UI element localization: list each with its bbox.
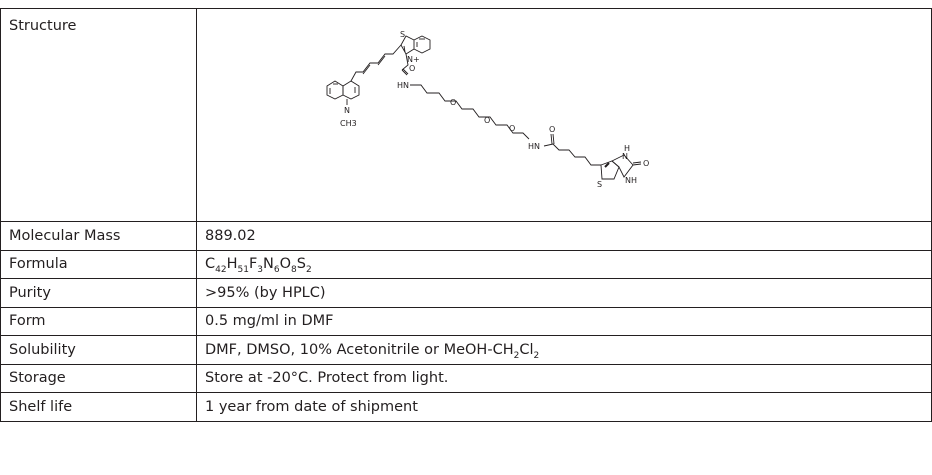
table-row-form: Form 0.5 mg/ml in DMF	[0, 306, 932, 336]
atom-label: O	[549, 125, 555, 134]
atom-label: N	[622, 152, 628, 161]
chemical-structure-image: S N+ O HN O O O HN O N CH3 H N O NH S	[326, 30, 649, 189]
atom-label: O	[509, 124, 515, 133]
table-row-purity: Purity >95% (by HPLC)	[0, 278, 932, 308]
row-label-shelf-life: Shelf life	[0, 392, 197, 422]
atom-label: S	[400, 30, 405, 39]
purity-value: >95% (by HPLC)	[196, 278, 932, 308]
row-label-storage: Storage	[0, 363, 197, 393]
table-row-solubility: Solubility DMF, DMSO, 10% Acetonitrile o…	[0, 335, 932, 365]
section-heading-fragment	[0, 0, 932, 2]
row-label-solubility: Solubility	[0, 335, 197, 365]
atom-label: H	[624, 144, 630, 153]
atom-label: N	[344, 106, 350, 115]
row-label-form: Form	[0, 306, 197, 336]
form-value: 0.5 mg/ml in DMF	[196, 306, 932, 336]
row-label-structure: Structure	[0, 8, 197, 222]
molecular-mass-value: 889.02	[196, 221, 932, 251]
table-row-storage: Storage Store at -20°C. Protect from lig…	[0, 363, 932, 393]
table-row-structure: Structure	[0, 8, 932, 222]
row-label-purity: Purity	[0, 278, 197, 308]
table-row-formula: Formula C42H51F3N6O8S2	[0, 249, 932, 279]
atom-label: N+	[407, 55, 420, 64]
formula-value: C42H51F3N6O8S2	[196, 249, 932, 279]
table-row-molecular-mass: Molecular Mass 889.02	[0, 221, 932, 251]
row-label-formula: Formula	[0, 249, 197, 279]
storage-value: Store at -20°C. Protect from light.	[196, 363, 932, 393]
solubility-value: DMF, DMSO, 10% Acetonitrile or MeOH-CH2C…	[196, 335, 932, 365]
atom-label: HN	[397, 81, 409, 90]
atom-label: NH	[625, 176, 637, 185]
atom-label: O	[484, 116, 490, 125]
atom-label: O	[450, 98, 456, 107]
atom-label: S	[597, 180, 602, 189]
shelf-life-value: 1 year from date of shipment	[196, 392, 932, 422]
row-label-molecular-mass: Molecular Mass	[0, 221, 197, 251]
structure-cell: S N+ O HN O O O HN O N CH3 H N O NH S	[196, 8, 932, 222]
atom-label: O	[643, 159, 649, 168]
atom-label: O	[409, 64, 415, 73]
atom-label: CH3	[340, 119, 357, 128]
specifications-table: Structure	[0, 8, 932, 422]
atom-label: HN	[528, 142, 540, 151]
table-row-shelf-life: Shelf life 1 year from date of shipment	[0, 392, 932, 422]
